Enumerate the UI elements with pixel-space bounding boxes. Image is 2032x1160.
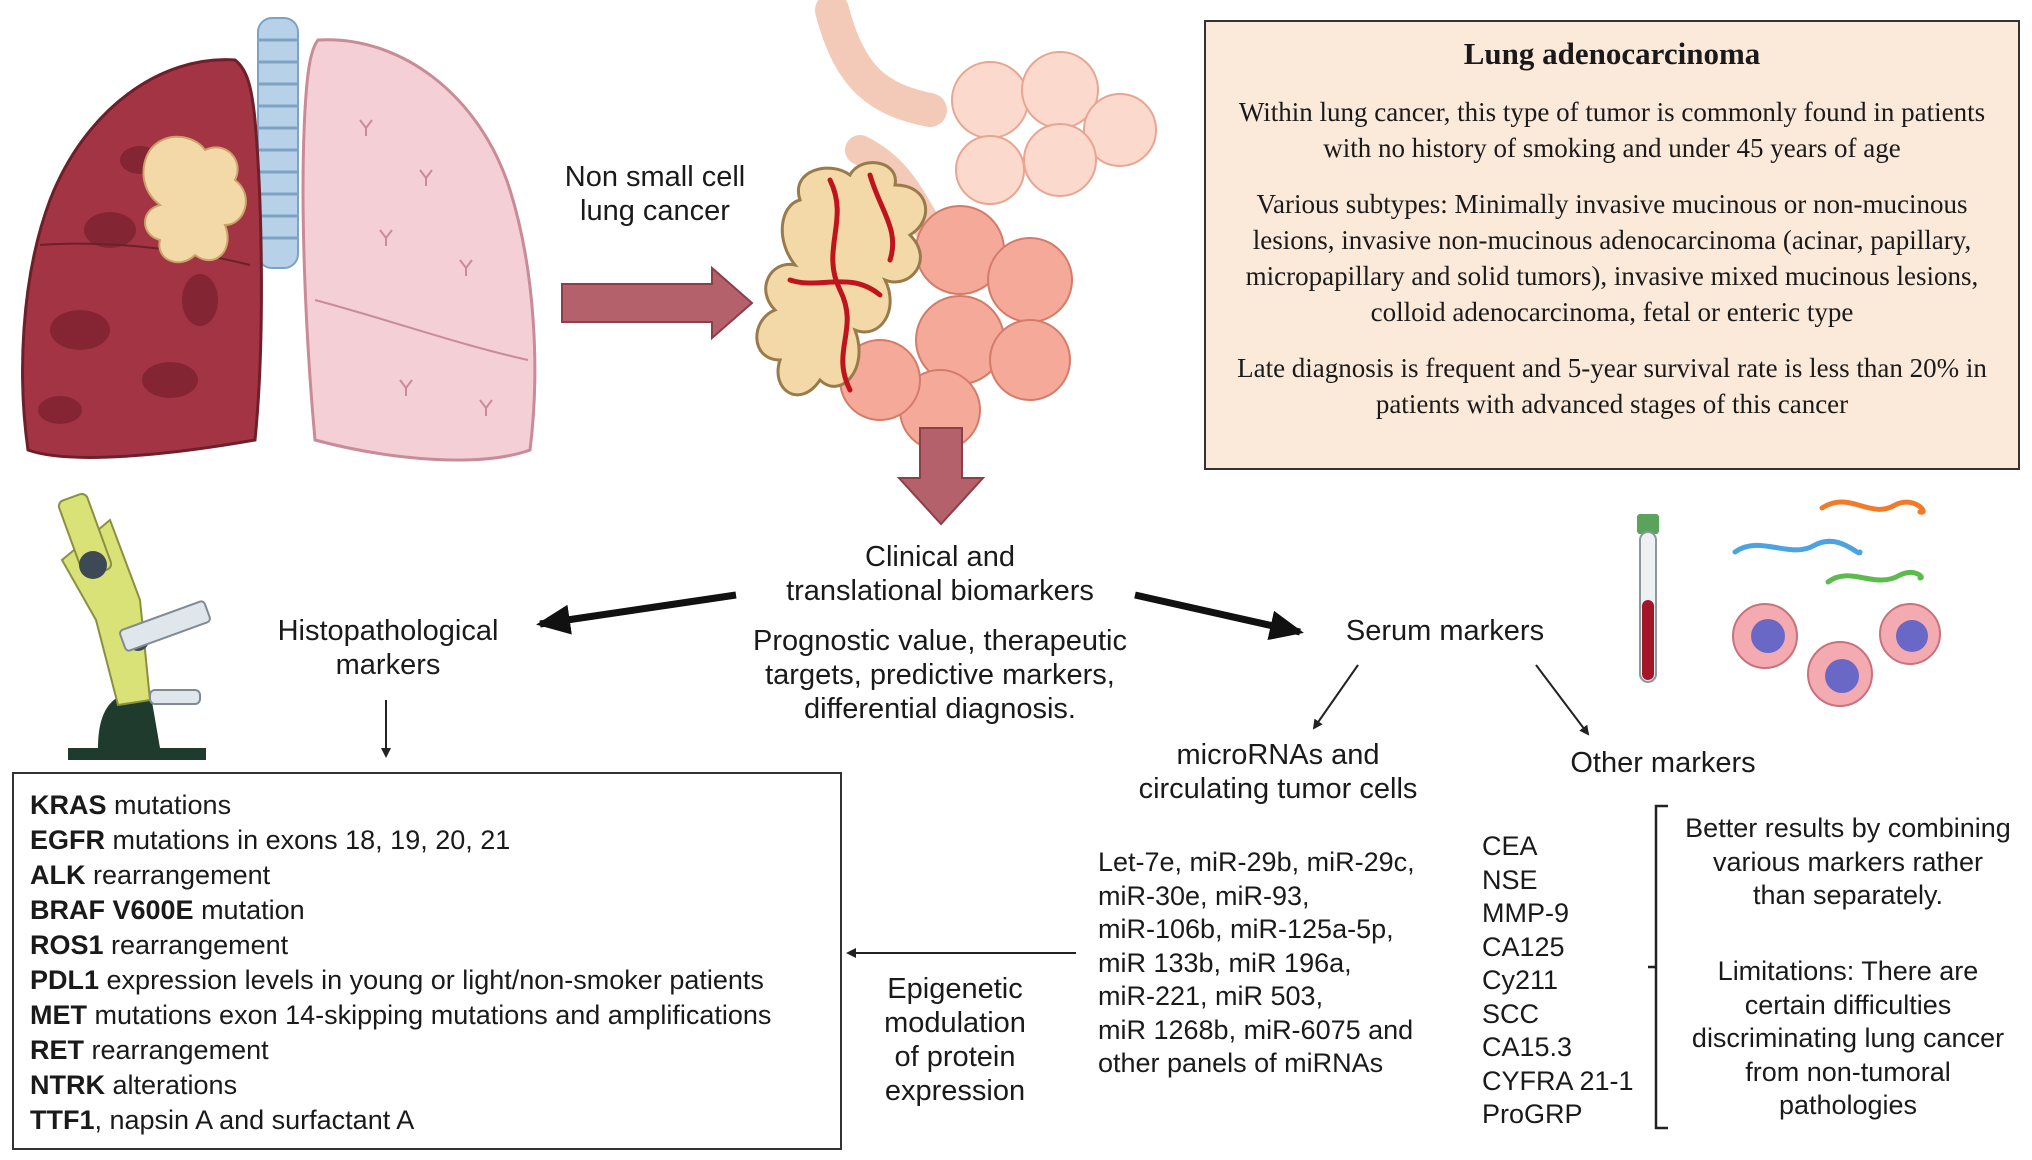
- marker-row: KRAS mutations: [30, 790, 232, 820]
- marker-row: EGFR mutations in exons 18, 19, 20, 21: [30, 825, 511, 855]
- arrow-to-biomarkers: [896, 427, 986, 526]
- alveoli-tumor-illustration: [755, 0, 1157, 451]
- list-item: CA15.3: [1482, 1032, 1573, 1062]
- histopathological-markers-box: KRAS mutations EGFR mutations in exons 1…: [12, 772, 842, 1150]
- label-histopathological: Histopathological markers: [277, 615, 499, 681]
- marker-row: BRAF V600E mutation: [30, 895, 305, 925]
- mirna-list: Let-7e, miR-29b, miR-29c, miR-30e, miR-9…: [1098, 846, 1458, 1081]
- list-item: miR-221, miR 503,: [1098, 981, 1324, 1011]
- arrow-to-serum: [1134, 591, 1304, 641]
- list-item: miR-30e, miR-93,: [1098, 880, 1310, 911]
- marker-row: RET rearrangement: [30, 1035, 269, 1065]
- marker-row: TTF1, napsin A and surfactant A: [30, 1105, 415, 1135]
- info-paragraph: Late diagnosis is frequent and 5-year su…: [1237, 353, 1987, 419]
- label-clinical-biomarkers: Clinical and translational biomarkers: [786, 541, 1094, 607]
- label-other-markers: Other markers: [1570, 747, 1756, 779]
- list-item: CA125: [1482, 931, 1565, 962]
- mirna-strands-icon: [1732, 499, 1926, 585]
- note-limitations: Limitations: There are certain difficult…: [1691, 956, 2005, 1120]
- other-markers-list: CEA NSE MMP-9 CA125 Cy211 SCC CA15.3 CYF…: [1482, 830, 1652, 1132]
- arrow-serum-to-other: [1535, 664, 1590, 736]
- marker-row: NTRK alterations: [30, 1070, 238, 1100]
- arrow-to-alveoli: [561, 265, 754, 341]
- tumor-cells-icon: [1732, 603, 1941, 707]
- bracket: [1648, 804, 1668, 1130]
- note-better-results: Better results by combining various mark…: [1685, 813, 2011, 910]
- list-item: SCC: [1482, 998, 1540, 1029]
- marker-row: PDL1 expression levels in young or light…: [30, 965, 764, 995]
- label-purpose: Prognostic value, therapeutic targets, p…: [753, 625, 1127, 725]
- list-item: Cy211: [1482, 965, 1559, 995]
- lungs-illustration: [21, 17, 537, 462]
- list-item: NSE: [1482, 864, 1538, 895]
- label-epigenetic: Epigenetic modulation of protein express…: [884, 973, 1026, 1107]
- label-nsclc: Non small cell lung cancer: [564, 161, 746, 227]
- marker-row: ALK rearrangement: [30, 860, 271, 890]
- list-item: Let-7e, miR-29b, miR-29c,: [1098, 847, 1415, 877]
- info-paragraph: Within lung cancer, this type of tumor i…: [1238, 97, 1986, 163]
- list-item: CEA: [1482, 831, 1538, 861]
- list-item: miR-106b, miR-125a-5p,: [1098, 914, 1394, 944]
- info-box-title: Lung adenocarcinoma: [1463, 36, 1761, 71]
- marker-row: MET mutations exon 14-skipping mutations…: [30, 1000, 772, 1030]
- label-serum-markers: Serum markers: [1345, 615, 1545, 647]
- arrow-serum-to-micro: [1312, 664, 1359, 730]
- list-item: CYFRA 21-1: [1482, 1065, 1634, 1096]
- blood-tube-icon: [1637, 514, 1659, 683]
- list-item: MMP-9: [1482, 898, 1569, 928]
- adenocarcinoma-info-box: Lung adenocarcinoma Within lung cancer, …: [1204, 20, 2020, 470]
- list-item: miR 1268b, miR-6075 and: [1098, 1014, 1414, 1045]
- marker-row: ROS1 rearrangement: [30, 930, 289, 960]
- list-item: other panels of miRNAs: [1098, 1048, 1384, 1078]
- list-item: miR 133b, miR 196a,: [1098, 947, 1352, 978]
- arrow-to-histopathological: [536, 591, 737, 635]
- microscope-icon: [57, 492, 211, 760]
- info-paragraph: Various subtypes: Minimally invasive muc…: [1245, 189, 1979, 327]
- label-micrornas: microRNAs and circulating tumor cells: [1138, 739, 1418, 805]
- list-item: ProGRP: [1482, 1099, 1583, 1129]
